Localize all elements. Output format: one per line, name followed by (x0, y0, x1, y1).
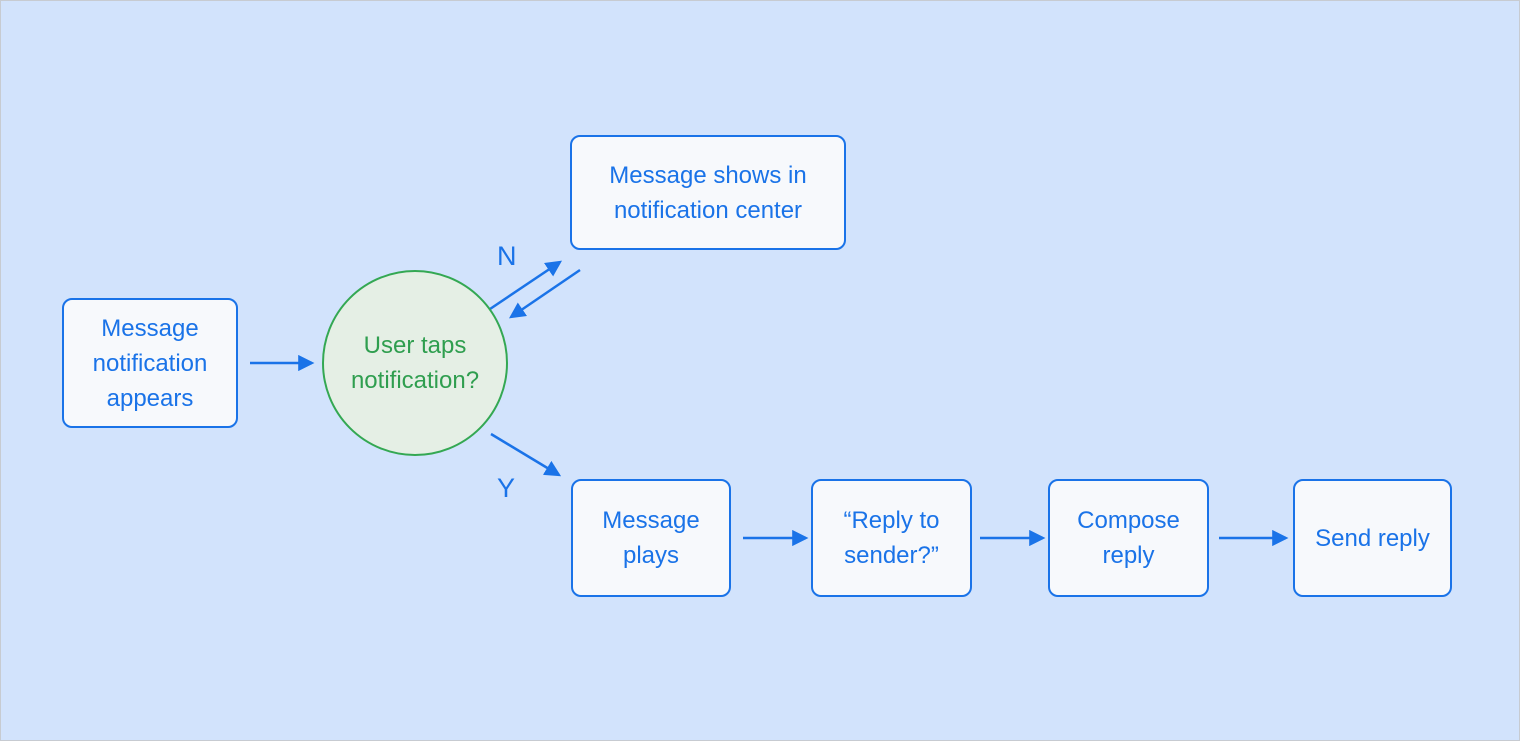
node-label: Message shows in notification center (609, 161, 807, 224)
node-message-notification-appears: Message notification appears (62, 298, 238, 428)
node-reply-to-sender: “Reply to sender?” (811, 479, 972, 597)
edge-decision-to-message-plays (490, 432, 562, 477)
node-compose-reply: Compose reply (1048, 479, 1209, 597)
node-label: Send reply (1315, 524, 1430, 552)
node-label: Message plays (602, 507, 700, 569)
node-message-shows-in-notification-center: Message shows in notification center (570, 135, 846, 250)
edge-notification-center-to-decision (508, 268, 581, 319)
node-label: Message notification appears (92, 314, 208, 412)
node-label: User taps notification? (350, 332, 480, 394)
node-message-plays: Message plays (571, 479, 731, 597)
node-user-taps-notification-decision: User taps notification? (322, 270, 508, 456)
node-send-reply: Send reply (1293, 479, 1452, 597)
edge-label-yes: Y (497, 473, 516, 503)
node-label: “Reply to sender?” (843, 507, 940, 569)
edge-label-no: N (497, 241, 517, 271)
node-label: Compose reply (1077, 507, 1180, 569)
